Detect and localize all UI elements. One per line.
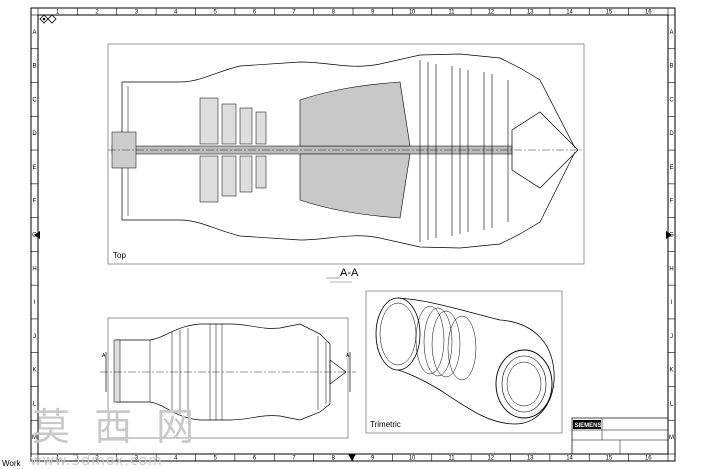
zone-row-label: H: [32, 266, 36, 272]
zone-column-label: 15: [606, 456, 613, 462]
zone-column-label: 5: [214, 456, 218, 462]
section-view-title: A-A: [340, 267, 359, 279]
zone-row-label: E: [32, 165, 36, 171]
zone-row-label: D: [669, 131, 674, 137]
status-text: Work: [2, 459, 22, 468]
zone-row-label: J: [33, 334, 36, 340]
zone-column-label: 7: [292, 456, 296, 462]
zone-row-label: J: [670, 334, 673, 340]
zone-row-label: C: [669, 97, 674, 103]
zone-column-label: 4: [174, 10, 178, 16]
zone-row-label: M: [669, 435, 674, 441]
zone-column-label: 6: [253, 10, 257, 16]
zone-column-label: 2: [95, 456, 99, 462]
trimetric-body: [397, 297, 555, 425]
zone-row-label: G: [669, 233, 674, 239]
zone-column-label: 3: [135, 10, 139, 16]
zone-row-label: M: [32, 435, 37, 441]
right-center-marker-icon: [666, 231, 672, 239]
trimetric-exhaust: [495, 349, 553, 419]
zone-column-label: 1: [56, 10, 60, 16]
zone-column-label: 1: [56, 456, 60, 462]
zone-column-label: 15: [606, 10, 613, 16]
zone-row-label: D: [32, 131, 37, 137]
zone-column-label: 9: [371, 456, 375, 462]
exhaust-cone: [511, 111, 579, 189]
zone-row-label: F: [33, 199, 37, 205]
zone-column-label: 5: [214, 10, 218, 16]
zone-row-label: K: [32, 368, 36, 374]
zone-row-label: A: [669, 30, 673, 36]
zone-column-label: 14: [566, 10, 573, 16]
top-view-frame: [107, 43, 585, 265]
zone-column-label: 4: [174, 456, 178, 462]
zone-row-label: L: [670, 401, 674, 407]
compressor-stages: [199, 97, 267, 203]
zone-column-label: 13: [527, 10, 534, 16]
zone-row-label: G: [32, 233, 37, 239]
zone-row-label: L: [33, 401, 37, 407]
title-block-brand: SIEMENS: [575, 423, 602, 429]
top-view-label: Top: [113, 251, 126, 260]
zone-row-label: I: [34, 300, 36, 306]
zone-column-label: 3: [135, 456, 139, 462]
turbine-rings: [419, 60, 509, 242]
engine-outline-bottom: [122, 151, 576, 249]
zone-column-label: 10: [409, 10, 416, 16]
engine-outline-top: [122, 53, 576, 149]
zone-row-label: C: [32, 97, 37, 103]
zone-row-label: F: [670, 199, 674, 205]
bottom-center-marker-icon: [348, 454, 356, 461]
zone-column-label: 12: [487, 456, 494, 462]
zone-column-label: 8: [332, 456, 336, 462]
zone-row-label: H: [669, 266, 673, 272]
top-view[interactable]: Top: [107, 43, 585, 265]
left-center-marker-icon: [34, 231, 40, 239]
zone-column-label: 6: [253, 456, 257, 462]
zone-column-label: 2: [95, 10, 99, 16]
zone-column-label: 12: [487, 10, 494, 16]
zone-column-label: 11: [448, 456, 455, 462]
radial-impeller-lower: [299, 153, 411, 219]
zone-grid: 1122334455667788991010111112121313141415…: [31, 8, 675, 462]
trimetric-rings: [415, 305, 477, 381]
section-marker-left: A: [102, 353, 106, 359]
sheet-outer-border: [30, 7, 676, 462]
trimetric-intake: [375, 297, 421, 371]
trimetric-view-label: Trimetric: [370, 420, 401, 429]
section-engine-outline: [115, 323, 331, 421]
zone-row-label: A: [32, 30, 36, 36]
watermark-url: www.3dmox.com: [30, 453, 163, 469]
zone-column-label: 10: [409, 456, 416, 462]
trimetric-view[interactable]: Trimetric: [365, 290, 563, 434]
section-intake-flange: [113, 339, 121, 403]
zone-column-label: 7: [292, 10, 296, 16]
zone-row-label: E: [669, 165, 673, 171]
section-view[interactable]: A A: [100, 317, 356, 439]
title-block[interactable]: SIEMENS: [571, 417, 669, 455]
zone-row-label: I: [671, 300, 673, 306]
zone-column-label: 16: [645, 10, 652, 16]
radial-impeller-upper: [299, 81, 411, 147]
zone-column-label: 9: [371, 10, 375, 16]
zone-row-label: B: [669, 64, 673, 70]
section-view-frame: [107, 317, 349, 439]
watermark-text: 莫 西 网: [32, 405, 200, 449]
corner-icon[interactable]: [39, 14, 57, 24]
zone-column-label: 8: [332, 10, 336, 16]
siemens-logo: [573, 420, 601, 429]
zone-row-label: K: [669, 368, 673, 374]
zone-column-label: 13: [527, 456, 534, 462]
trimetric-view-frame: [365, 290, 563, 434]
zone-column-label: 11: [448, 10, 455, 16]
sheet-inner-frame: [37, 14, 669, 455]
section-marker-right: A: [346, 353, 350, 359]
zone-row-label: B: [32, 64, 36, 70]
zone-column-label: 14: [566, 456, 573, 462]
zone-column-label: 16: [645, 456, 652, 462]
